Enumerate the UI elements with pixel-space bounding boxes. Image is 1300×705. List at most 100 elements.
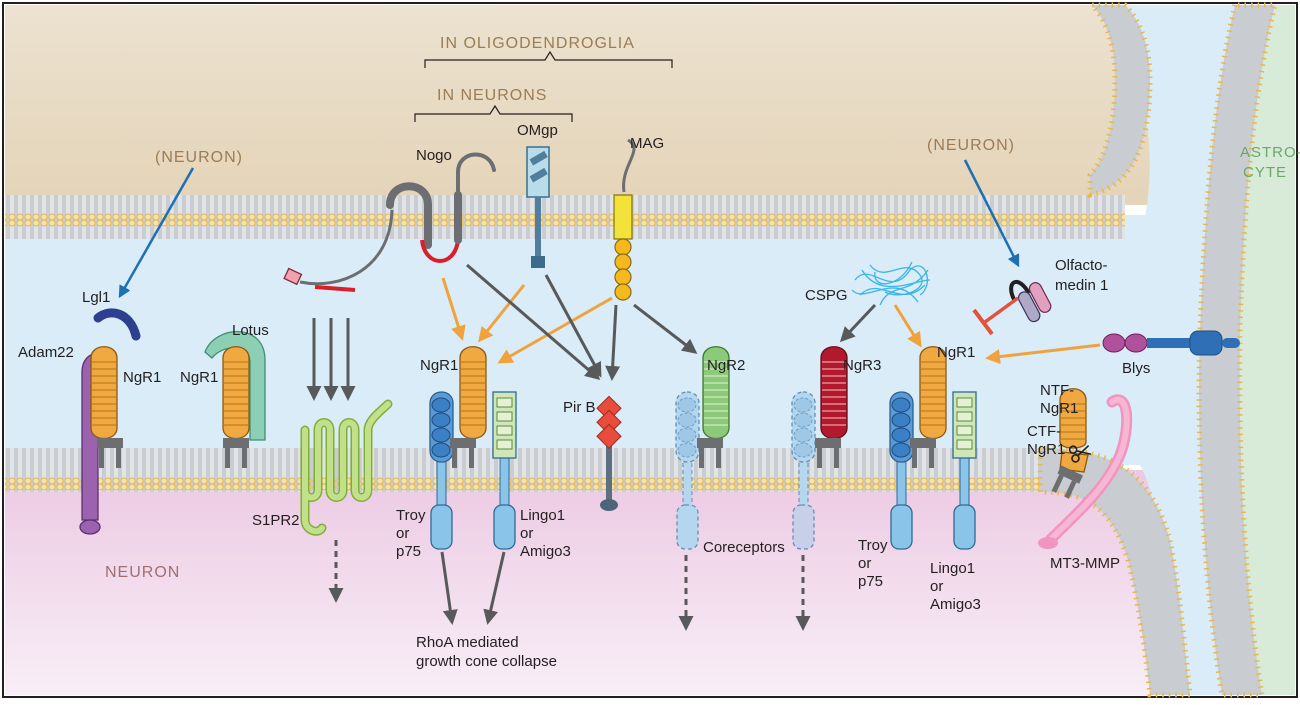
troy-crd-b2 xyxy=(891,412,911,428)
pirb-stalk xyxy=(606,440,612,502)
ngr3-leaf xyxy=(820,346,848,440)
nogo-terminal-box xyxy=(283,267,303,286)
extracellular-space xyxy=(5,215,1295,465)
ngr1-label-center: NgR1 xyxy=(420,357,458,374)
coreceptor-crd-3c xyxy=(793,427,813,443)
astrocyte-membrane xyxy=(1196,2,1279,698)
mag-cytoplasmic-tail xyxy=(622,138,636,193)
orange-arrow-omgp-ngr1 xyxy=(478,284,526,343)
lingo-lrr-a4 xyxy=(496,439,513,450)
blys-tail xyxy=(1222,338,1240,348)
coreceptor-crd-3a xyxy=(793,397,813,413)
mag-label: MAG xyxy=(630,135,664,152)
ctf-label-2: NgR1 xyxy=(1027,441,1065,458)
gray-arrow-mag-ngr2 xyxy=(633,303,698,354)
mt3mmp-shape-inner xyxy=(1047,396,1130,543)
nogo-cytoplasmic-loop xyxy=(386,182,432,249)
oligodendroglia-membrane xyxy=(5,195,1125,239)
ngr1-leaf-lotus xyxy=(222,346,250,440)
blys-tm-anchor xyxy=(1189,330,1223,356)
blue-arrow-right xyxy=(963,159,1020,268)
nogo-66-loop xyxy=(420,239,460,263)
nogo-top-hook xyxy=(456,152,496,194)
troy-crd-a4 xyxy=(431,442,451,458)
troy-label-a-2: or xyxy=(396,525,409,542)
ngr1-label-right: NgR1 xyxy=(937,344,975,361)
lingo-label-b-2: or xyxy=(930,578,943,595)
troy-body-b xyxy=(890,504,913,550)
lingo-label-a-2: or xyxy=(520,525,533,542)
lingo-label-b-1: Lingo1 xyxy=(930,560,975,577)
gray-arrow-cspg-ngr3 xyxy=(839,303,877,343)
coreceptor-crd-2a xyxy=(677,397,697,413)
ctf-ngr1-anchor xyxy=(1051,465,1083,499)
pirb-ig-1 xyxy=(596,395,622,422)
mt3mmp-label: MT3-MMP xyxy=(1050,555,1120,572)
blys-domain-1 xyxy=(1102,333,1126,353)
gray-arrow-omgp-pirb xyxy=(544,274,602,378)
blue-arrow-left xyxy=(118,167,195,299)
ngr1-leaf-center xyxy=(459,346,487,440)
troy-label-a-3: p75 xyxy=(396,543,421,560)
lotus-shape xyxy=(204,331,266,441)
coreceptor-crd-3b xyxy=(793,412,813,428)
cspg-cluster xyxy=(851,261,931,306)
nogo-amino-nogo xyxy=(314,285,356,292)
mag-ig-domain-3 xyxy=(614,268,632,286)
adam22-foot xyxy=(79,519,101,535)
coreceptor-body-3 xyxy=(792,504,815,550)
ngr1-label-lotus: NgR1 xyxy=(180,369,218,386)
ngr2-label: NgR2 xyxy=(707,357,745,374)
oligodendroglia-bracket xyxy=(424,50,673,68)
adam22-label: Adam22 xyxy=(18,344,74,361)
orange-arrow-mag-ngr1 xyxy=(497,296,613,364)
lingo-label-b-3: Amigo3 xyxy=(930,596,981,613)
neuron-membrane-curve xyxy=(1037,445,1193,698)
mag-transmembrane xyxy=(613,194,633,240)
ngr3-label: NgR3 xyxy=(843,357,881,374)
ngr2-stripes xyxy=(704,361,728,426)
ntf-ngr1-stripes xyxy=(1061,403,1085,440)
rhoa-label-1: RhoA mediated xyxy=(416,634,519,651)
gray-arrow-troy-rhoa xyxy=(440,551,458,625)
troy-label-b-2: or xyxy=(858,555,871,572)
coreceptor-body-2 xyxy=(676,504,699,550)
cspg-label: CSPG xyxy=(805,287,848,304)
orange-arrow-nogo-ngr1 xyxy=(441,277,466,341)
mt3mmp-tail xyxy=(1038,537,1058,549)
neuron-left-label: (NEURON) xyxy=(155,149,243,166)
coreceptor-crd-2d xyxy=(677,442,697,458)
blys-stalk xyxy=(1147,338,1207,348)
lingo-label-a-3: Amigo3 xyxy=(520,543,571,560)
lingo-lrr-b2 xyxy=(956,411,973,422)
pirb-ig-3 xyxy=(596,423,622,450)
troy-label-b-3: p75 xyxy=(858,573,883,590)
troy-crd-a3 xyxy=(431,427,451,443)
troy-crd-b4 xyxy=(891,442,911,458)
omgp-anchor xyxy=(531,256,545,268)
lingo-lrr-a1 xyxy=(496,397,513,408)
astrocyte-label-line1: ASTRO- xyxy=(1240,144,1300,161)
neuron-right-label: (NEURON) xyxy=(927,137,1015,154)
lingo-body-b xyxy=(953,504,976,550)
omgp-domain-a xyxy=(529,150,548,166)
troy-crd-a1 xyxy=(431,397,451,413)
inhibition-bar xyxy=(972,308,994,336)
scissors-icon xyxy=(1068,444,1092,463)
in-oligodendroglia-label: IN OLIGODENDROGLIA xyxy=(440,35,635,52)
omgp-stalk xyxy=(535,197,541,257)
lgl1-label: Lgl1 xyxy=(82,289,110,306)
troy-crd-a2 xyxy=(431,412,451,428)
lingo-lrr-b3 xyxy=(956,425,973,436)
coreceptor-crd-2c xyxy=(677,427,697,443)
nogo-label: Nogo xyxy=(416,147,452,164)
neuron-membrane xyxy=(5,448,1045,492)
troy-crd-b3 xyxy=(891,427,911,443)
ngr1-label-left: NgR1 xyxy=(123,369,161,386)
ctf-label-1: CTF- xyxy=(1027,423,1061,440)
mag-ig-domain-4 xyxy=(614,283,632,301)
rhoa-label-2: growth cone collapse xyxy=(416,653,557,670)
mag-ig-domain-1 xyxy=(614,238,632,256)
troy-body-a xyxy=(430,504,453,550)
